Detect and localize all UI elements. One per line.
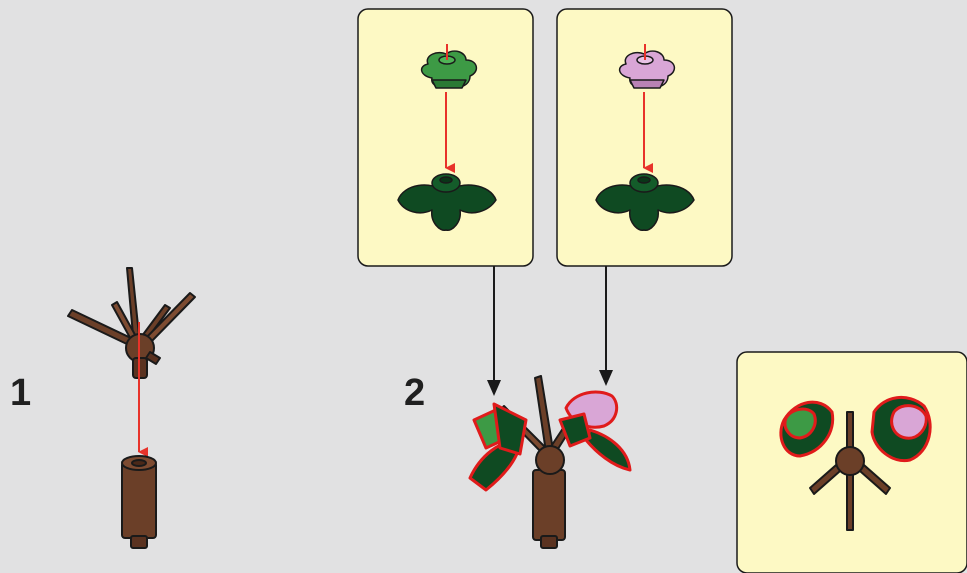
result-preview-panel [736, 351, 967, 573]
step1-stem-piece [121, 455, 157, 549]
leaf-base-pink [595, 173, 695, 231]
callout-green [357, 8, 534, 267]
step2-assembly [468, 375, 632, 549]
step-number-1: 1 [10, 372, 32, 414]
step-number-2: 2 [404, 372, 426, 414]
step1-branch-piece [67, 267, 196, 379]
connector-arrows [487, 266, 613, 396]
callout-pink [556, 8, 733, 267]
leaf-base-green [397, 173, 497, 231]
